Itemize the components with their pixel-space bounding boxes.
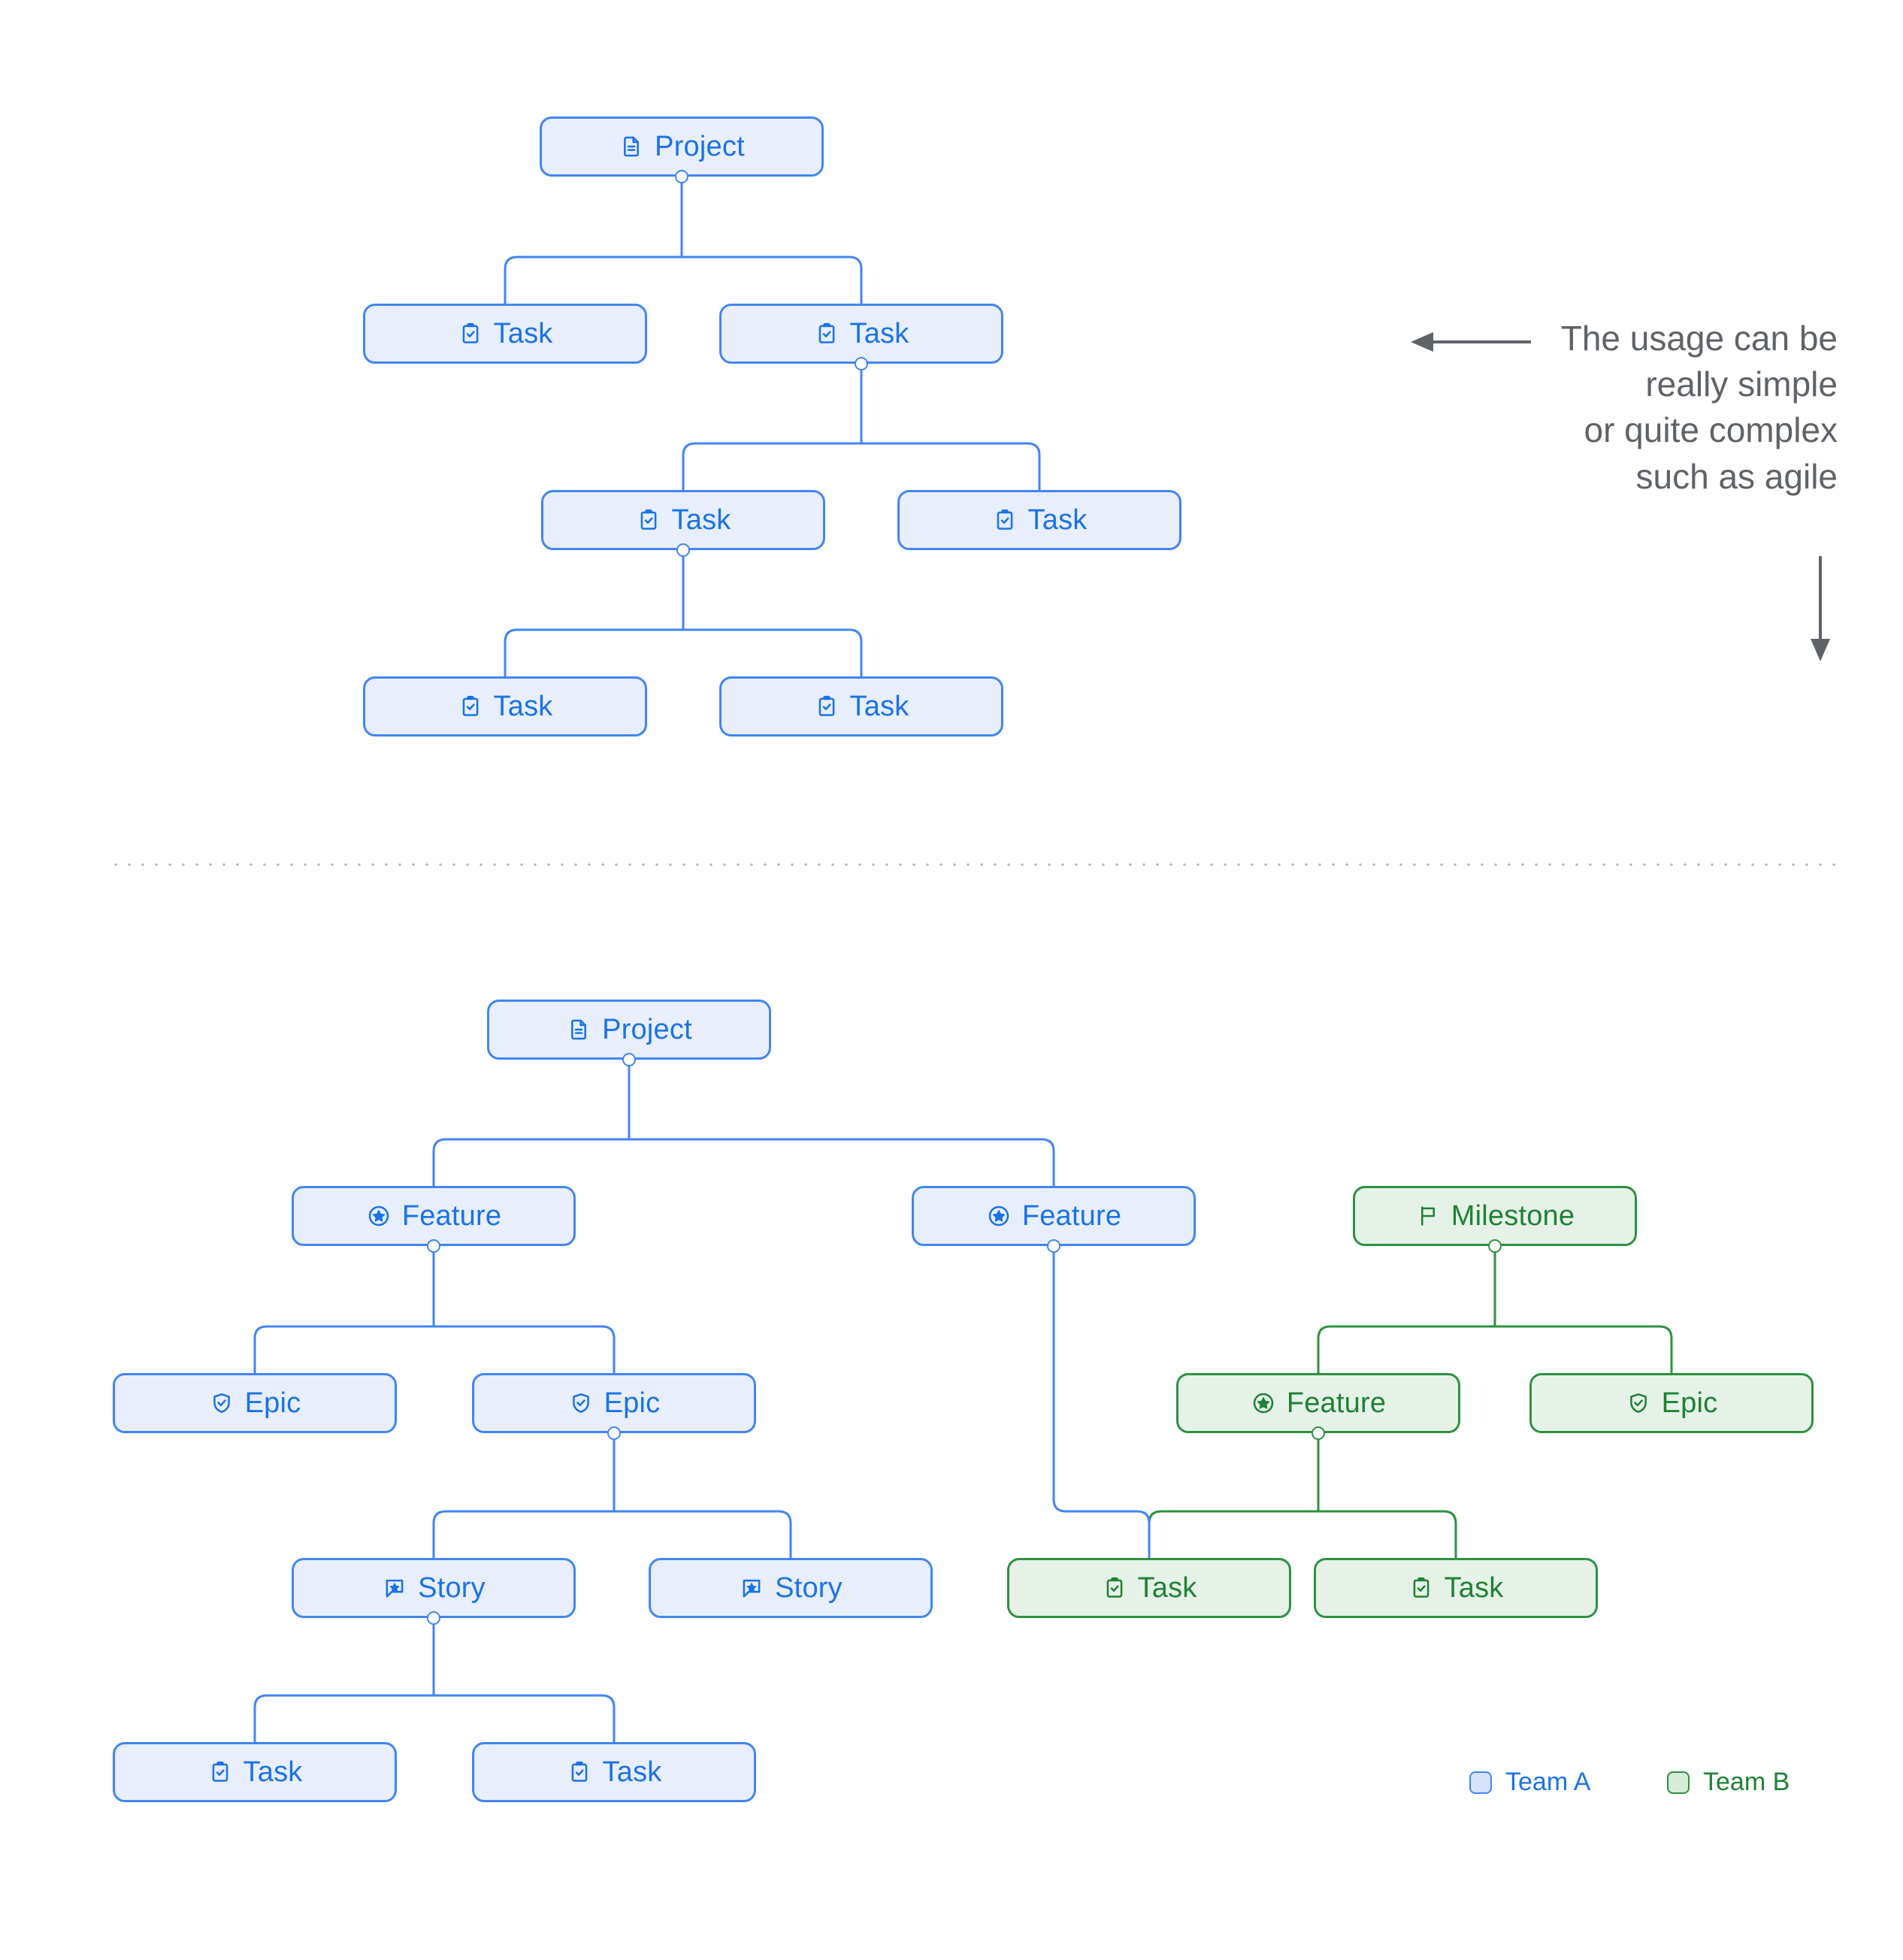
document-icon	[566, 1017, 591, 1042]
connector-port	[427, 1239, 440, 1253]
node-project[interactable]: Project	[540, 116, 824, 177]
node-label: Task	[243, 1756, 303, 1788]
connector-bus	[432, 1510, 792, 1558]
node-epic[interactable]: Epic	[1529, 1373, 1814, 1433]
node-task[interactable]: Task	[1314, 1558, 1598, 1618]
node-story[interactable]: Story	[292, 1558, 576, 1618]
annotation-line-4: such as agile	[1635, 456, 1838, 496]
connector-port	[855, 357, 868, 371]
node-label: Task	[671, 504, 731, 536]
annotation-line-3: or quite complex	[1584, 410, 1838, 450]
node-project[interactable]: Project	[487, 1000, 771, 1060]
connector-port	[622, 1053, 636, 1066]
task-icon	[1102, 1575, 1127, 1601]
connector-bus	[1148, 1510, 1457, 1558]
connector-bus	[1317, 1325, 1673, 1373]
node-task[interactable]: Task	[472, 1742, 756, 1802]
task-icon	[207, 1759, 233, 1785]
connector-port	[1047, 1239, 1060, 1253]
connector-port	[676, 543, 690, 557]
connector-bus	[432, 1138, 1055, 1186]
annotation-line-2: really simple	[1645, 364, 1838, 404]
node-label: Task	[602, 1756, 662, 1788]
node-label: Project	[602, 1013, 692, 1045]
task-icon	[1408, 1575, 1434, 1601]
document-icon	[619, 134, 644, 159]
node-label: Epic	[604, 1387, 661, 1419]
feature-icon	[366, 1203, 392, 1229]
connector-port	[1312, 1426, 1325, 1440]
annotation-text: The usage can be really simple or quite …	[1052, 316, 1838, 500]
section-divider	[109, 863, 1845, 867]
node-label: Feature	[401, 1199, 502, 1232]
node-label: Feature	[1021, 1199, 1122, 1232]
node-task[interactable]: Task	[719, 676, 1003, 737]
node-task[interactable]: Task	[363, 304, 647, 364]
node-label: Feature	[1286, 1387, 1387, 1419]
node-label: Epic	[1661, 1387, 1718, 1419]
node-label: Project	[655, 130, 745, 162]
legend-label-team-a: Team A	[1505, 1768, 1591, 1796]
connector-port	[427, 1611, 440, 1625]
story-icon	[739, 1575, 764, 1601]
task-icon	[992, 507, 1018, 533]
connector-port	[1488, 1239, 1502, 1253]
node-label: Task	[493, 690, 553, 722]
feature-icon	[986, 1203, 1012, 1229]
epic-icon	[1626, 1390, 1651, 1416]
node-label: Task	[493, 317, 553, 349]
task-icon	[814, 694, 840, 719]
node-task[interactable]: Task	[363, 676, 647, 737]
node-feature[interactable]: Feature	[1176, 1373, 1460, 1433]
node-milestone[interactable]: Milestone	[1353, 1186, 1637, 1246]
connector-bus	[253, 1694, 616, 1742]
connector-bus	[504, 628, 863, 676]
node-feature[interactable]: Feature	[292, 1186, 576, 1246]
node-task[interactable]: Task	[719, 304, 1003, 364]
legend-item-team-a: Team A	[1469, 1768, 1590, 1797]
node-label: Epic	[244, 1387, 301, 1419]
node-story[interactable]: Story	[649, 1558, 933, 1618]
task-icon	[458, 321, 483, 346]
annotation-down-arrow	[1805, 556, 1835, 661]
node-label: Task	[849, 317, 909, 349]
node-label: Task	[1027, 504, 1088, 536]
connector-bus	[253, 1325, 616, 1373]
story-icon	[382, 1575, 407, 1601]
node-label: Task	[849, 690, 909, 722]
connector-port	[675, 170, 688, 183]
task-icon	[636, 507, 661, 533]
node-epic[interactable]: Epic	[472, 1373, 756, 1433]
node-feature[interactable]: Feature	[912, 1186, 1196, 1246]
node-label: Task	[1444, 1571, 1504, 1604]
color-swatch-green-icon	[1667, 1771, 1690, 1794]
connector-bus	[682, 442, 1041, 490]
node-task[interactable]: Task	[113, 1742, 397, 1802]
node-label: Story	[418, 1571, 486, 1604]
task-icon	[814, 321, 840, 346]
node-epic[interactable]: Epic	[113, 1373, 397, 1433]
epic-icon	[209, 1390, 234, 1416]
connector-port	[607, 1426, 621, 1440]
color-swatch-blue-icon	[1469, 1771, 1492, 1794]
annotation-line-1: The usage can be	[1560, 319, 1838, 358]
node-task[interactable]: Task	[897, 490, 1181, 550]
task-icon	[458, 694, 483, 719]
connector-bus	[504, 256, 863, 304]
node-label: Milestone	[1451, 1199, 1575, 1232]
node-label: Task	[1137, 1571, 1197, 1604]
epic-icon	[568, 1390, 594, 1416]
legend-item-team-b: Team B	[1667, 1768, 1790, 1797]
task-icon	[567, 1759, 592, 1785]
feature-icon	[1251, 1390, 1276, 1416]
legend-label-team-b: Team B	[1703, 1768, 1790, 1796]
node-task[interactable]: Task	[1007, 1558, 1291, 1618]
flag-icon	[1415, 1203, 1441, 1229]
node-label: Story	[775, 1571, 843, 1604]
connector-elbow	[1052, 1246, 1151, 1558]
annotation-left-arrow	[1411, 331, 1531, 353]
node-task[interactable]: Task	[541, 490, 825, 550]
